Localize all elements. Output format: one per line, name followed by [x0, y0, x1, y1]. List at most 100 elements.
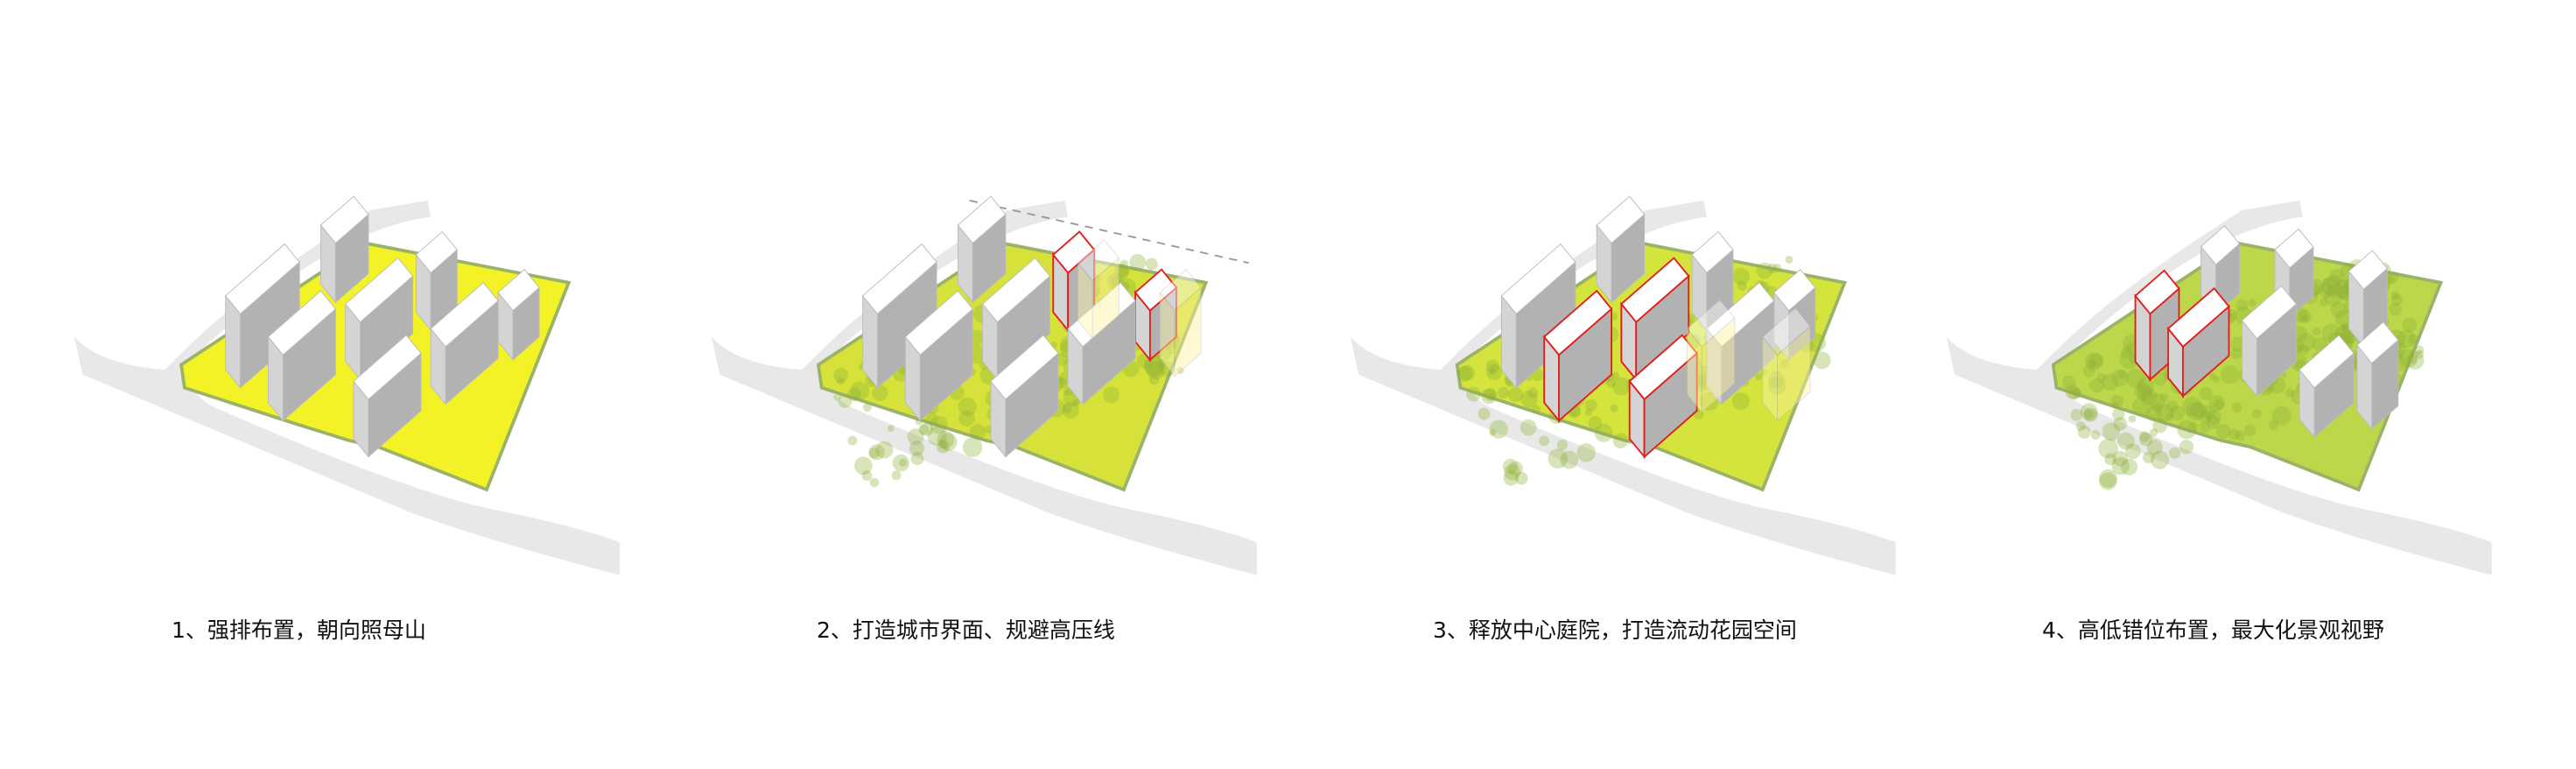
tree	[1611, 377, 1631, 396]
building	[2166, 286, 2230, 399]
tree	[862, 403, 872, 413]
building-roof	[1686, 299, 1736, 348]
panel-4	[1946, 200, 2492, 575]
building-roof	[2356, 321, 2399, 364]
tree	[1612, 433, 1629, 448]
building-side-face	[1762, 335, 1779, 422]
tree	[2268, 420, 2279, 430]
panel-2	[712, 195, 1257, 575]
tree	[2119, 349, 2139, 370]
tree	[1520, 419, 1537, 436]
building	[2134, 269, 2180, 382]
tree	[1594, 423, 1613, 442]
tree	[2145, 406, 2162, 422]
building-roof	[353, 335, 422, 400]
building	[1773, 269, 1816, 362]
building-front-face	[1701, 316, 1736, 413]
tree	[2229, 428, 2241, 441]
tree	[2151, 402, 2163, 413]
tree	[833, 392, 841, 401]
tree	[2165, 413, 2174, 421]
tree	[2156, 404, 2174, 422]
tree	[937, 441, 950, 454]
tree	[1478, 407, 1491, 420]
tree	[875, 441, 894, 459]
tree	[2131, 396, 2152, 416]
tree	[1113, 264, 1130, 280]
building-roof	[344, 257, 414, 323]
tree	[2322, 277, 2331, 286]
tree	[2389, 302, 2402, 316]
tree	[892, 454, 910, 472]
tree	[2390, 293, 2403, 306]
building-side-face	[1077, 261, 1093, 340]
tree	[1576, 443, 1596, 462]
tree	[2243, 424, 2257, 437]
tree	[1062, 404, 1072, 414]
tree	[1732, 267, 1751, 286]
tree	[1456, 365, 1473, 382]
tree	[2112, 450, 2129, 467]
tree	[1767, 370, 1786, 388]
building	[957, 195, 1007, 304]
tree	[2319, 298, 2328, 307]
tree	[958, 397, 977, 416]
building-roof	[981, 257, 1051, 323]
tree	[2126, 342, 2134, 350]
caption-1: 1、强排布置，朝向照母山	[172, 617, 426, 643]
building-roof	[1691, 230, 1734, 274]
tree	[1497, 386, 1510, 399]
building-roof	[1500, 243, 1576, 315]
tree	[918, 424, 930, 435]
tree	[1466, 386, 1481, 402]
tree	[1779, 359, 1790, 369]
tree	[847, 387, 861, 402]
tree	[2104, 453, 2117, 466]
tree	[2077, 425, 2091, 439]
tree	[833, 368, 849, 383]
building	[267, 290, 337, 422]
building-roof	[1134, 268, 1178, 312]
tree	[869, 477, 880, 488]
building	[1686, 299, 1736, 414]
building-roof	[2166, 286, 2230, 349]
tree	[2298, 344, 2310, 356]
building-side-face	[1159, 291, 1176, 377]
building	[1620, 257, 1690, 382]
building	[344, 257, 414, 381]
building	[1706, 282, 1775, 406]
tree	[2099, 469, 2118, 488]
tree	[2386, 271, 2399, 284]
tree	[2186, 401, 2206, 421]
building	[990, 335, 1059, 458]
tree	[2072, 388, 2082, 399]
tree	[2099, 472, 2117, 490]
tree	[868, 448, 880, 459]
tree	[2206, 409, 2222, 425]
tree	[1117, 265, 1129, 278]
building-roof	[1762, 307, 1811, 356]
tree	[2125, 443, 2141, 459]
tree	[1502, 458, 1519, 475]
tree	[2215, 424, 2231, 439]
building-roof	[267, 290, 337, 356]
tree	[2137, 384, 2153, 401]
building	[1542, 289, 1613, 423]
tree	[2177, 420, 2197, 440]
tree	[2139, 432, 2153, 447]
building	[981, 257, 1051, 381]
tree	[1489, 420, 1508, 439]
tree	[2407, 355, 2417, 364]
tree	[1129, 254, 1147, 271]
tree	[1531, 405, 1541, 414]
tree	[2087, 358, 2096, 368]
tree	[2112, 408, 2125, 421]
tree	[937, 431, 955, 448]
tree	[920, 422, 934, 436]
building-roof	[430, 282, 499, 348]
tree	[887, 425, 895, 433]
tree	[861, 469, 873, 481]
tree	[1766, 263, 1778, 273]
tree	[909, 441, 925, 456]
